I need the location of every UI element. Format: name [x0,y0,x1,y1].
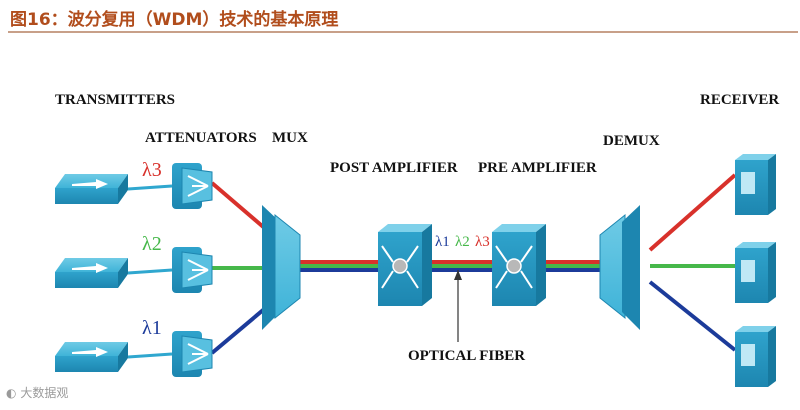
fiber-blue-out [648,280,737,352]
label-mux: MUX [272,130,308,146]
lambda-2-label: λ2 [142,233,162,255]
label-attenuators: ATTENUATORS [145,130,257,146]
tx2-link [127,268,173,275]
attenuator-1 [172,331,213,377]
post-amplifier-device [378,224,432,306]
label-receiver: RECEIVER [700,92,779,108]
mux-device [262,205,301,330]
label-transmitters: TRANSMITTERS [55,92,175,108]
watermark-text: 大数据观 [20,386,69,400]
fiber-lambda-1: λ1 [435,234,450,250]
lambda-3-label: λ3 [142,159,162,181]
fiber-lambda-3: λ3 [475,234,490,250]
attenuator-2 [172,247,213,293]
receiver-2 [735,242,776,303]
fiber-lambda-2: λ2 [455,234,470,250]
receiver-3 [735,154,776,215]
label-pre-amplifier: PRE AMPLIFIER [478,160,597,176]
watermark: ◐ 大数据观 [6,384,68,401]
label-demux: DEMUX [603,133,660,149]
label-post-amplifier: POST AMPLIFIER [330,160,458,176]
figure-caption: 图16：波分复用（WDM）技术的基本原理 [10,10,339,30]
transmitter-3 [55,174,128,204]
transmitter-2 [55,258,128,288]
caption-divider [8,31,798,33]
pre-amplifier-device [492,224,546,306]
label-optical-fiber: OPTICAL FIBER [408,348,525,364]
watermark-logo-icon: ◐ [6,386,17,400]
lambda-1-label: λ1 [142,317,162,339]
transmitter-1 [55,342,128,372]
demux-device [599,205,640,330]
tx1-link [127,352,173,359]
fiber-red-out [648,173,737,252]
receiver-1 [735,326,776,387]
tx3-link [127,184,173,191]
optical-fiber-arrowhead [454,270,462,280]
attenuator-3 [172,163,213,209]
